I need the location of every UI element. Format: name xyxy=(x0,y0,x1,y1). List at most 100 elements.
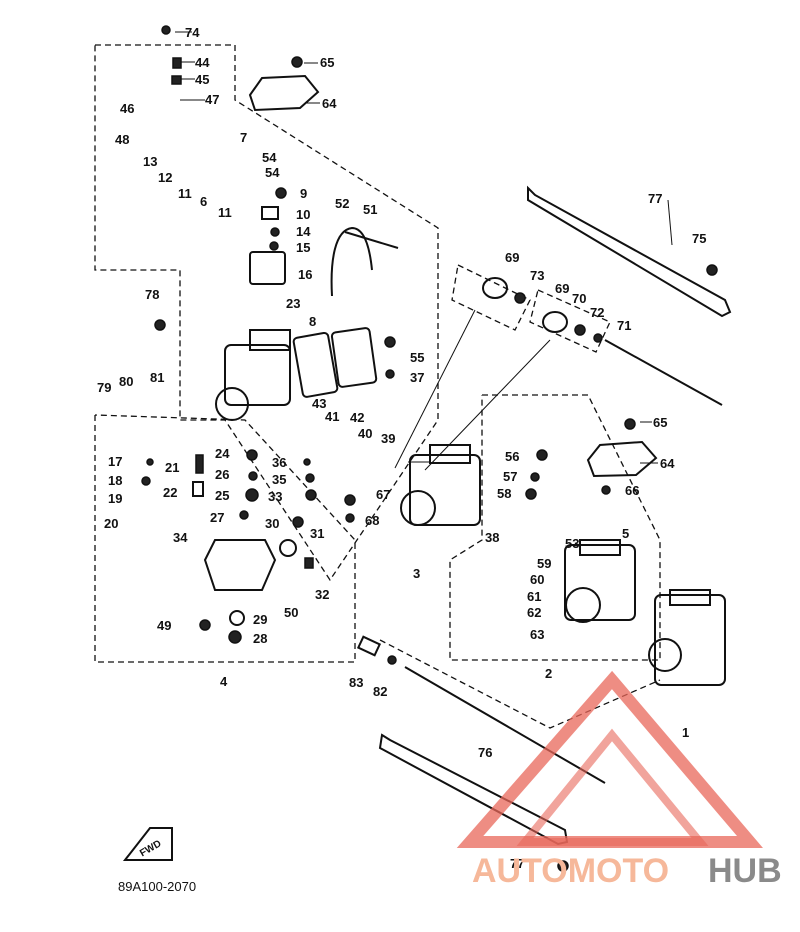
callout: 77 xyxy=(510,856,524,871)
group-outline-right xyxy=(449,394,661,661)
callout: 65 xyxy=(320,55,334,70)
callout: 6 xyxy=(200,194,207,209)
callout: 40 xyxy=(358,426,372,441)
callout: 81 xyxy=(150,370,164,385)
group-label: 1 xyxy=(682,725,689,740)
group-outline-jets-2 xyxy=(529,289,611,353)
callout: 44 xyxy=(195,55,210,70)
diaphragm-cover-8 xyxy=(292,331,339,398)
callout: 17 xyxy=(108,454,122,469)
piston-16 xyxy=(249,251,286,285)
callout: 67 xyxy=(376,487,390,502)
hardware-glyphs xyxy=(141,25,718,872)
mounting-bracket-upper xyxy=(527,185,732,318)
callout: 59 xyxy=(537,556,551,571)
group-outline-lower-left xyxy=(94,414,356,663)
callout: 12 xyxy=(158,170,172,185)
group-labels: 1 2 3 4 xyxy=(220,566,689,740)
callout: 22 xyxy=(163,485,177,500)
callout: 64 xyxy=(660,456,675,471)
callout: 29 xyxy=(253,612,267,627)
fwd-label: FWD xyxy=(138,838,163,859)
top-cover-64-left xyxy=(248,74,320,112)
callout: 50 xyxy=(284,605,298,620)
callout: 65 xyxy=(653,415,667,430)
callout: 11 xyxy=(218,205,232,220)
callout: 56 xyxy=(505,449,519,464)
carburetor-body-2 xyxy=(564,539,636,623)
carburetor-body-1 xyxy=(648,589,726,686)
callout: 54 xyxy=(265,165,280,180)
callout: 72 xyxy=(590,305,604,320)
callout: 8 xyxy=(309,314,316,329)
callout: 21 xyxy=(165,460,179,475)
diagram-code: 89A100-2070 xyxy=(118,879,196,894)
callout: 74 xyxy=(185,25,200,40)
callout: 63 xyxy=(530,627,544,642)
callout: 60 xyxy=(530,572,544,587)
float-bowl-34 xyxy=(203,539,277,591)
callout: 11 xyxy=(178,186,192,201)
top-cover-64-right xyxy=(586,440,658,478)
watermark-text-part2: HUB xyxy=(708,852,782,890)
watermark-logo: AUTOMOTO HUB xyxy=(456,670,782,890)
callout: 39 xyxy=(381,431,395,446)
callout: 62 xyxy=(527,605,541,620)
callout: 20 xyxy=(104,516,118,531)
vent-hose-51 xyxy=(344,231,399,249)
callout: 69 xyxy=(505,250,519,265)
callout: 16 xyxy=(298,267,312,282)
callout: 70 xyxy=(572,291,586,306)
callout: 48 xyxy=(115,132,129,147)
callout: 5 xyxy=(622,526,629,541)
carburetor-body-3 xyxy=(400,444,481,526)
callout: 76 xyxy=(478,745,492,760)
callout: 43 xyxy=(312,396,326,411)
callout: 57 xyxy=(503,469,517,484)
callout: 82 xyxy=(373,684,387,699)
callout: 71 xyxy=(617,318,631,333)
throttle-shaft-upper xyxy=(604,339,723,406)
carburetor-body-4 xyxy=(215,329,291,421)
callout: 64 xyxy=(322,96,337,111)
callout: 45 xyxy=(195,72,209,87)
callout: 79 xyxy=(97,380,111,395)
group-label: 3 xyxy=(413,566,420,581)
callout: 28 xyxy=(253,631,267,646)
callout: 68 xyxy=(365,513,379,528)
vacuum-chamber-cover xyxy=(330,327,378,388)
callout: 9 xyxy=(300,186,307,201)
callout: 15 xyxy=(296,240,310,255)
callout: 78 xyxy=(145,287,159,302)
callout: 24 xyxy=(215,446,230,461)
callout: 38 xyxy=(485,530,499,545)
callout: 25 xyxy=(215,488,229,503)
callout: 54 xyxy=(262,150,277,165)
watermark-text-part1: AUTOMOTO xyxy=(472,852,669,890)
leader-lines xyxy=(175,31,673,471)
callout: 47 xyxy=(205,92,219,107)
callout: 30 xyxy=(265,516,279,531)
callout: 49 xyxy=(157,618,171,633)
callout: 35 xyxy=(272,472,286,487)
callout: 73 xyxy=(530,268,544,283)
callout: 36 xyxy=(272,455,286,470)
throttle-shaft-76 xyxy=(404,666,606,784)
callout: 10 xyxy=(296,207,310,222)
vent-hose-52 xyxy=(330,226,373,297)
callout: 51 xyxy=(363,202,377,217)
callout: 37 xyxy=(410,370,424,385)
callout: 13 xyxy=(143,154,157,169)
callout: 41 xyxy=(325,409,339,424)
group-label: 4 xyxy=(220,674,228,689)
callout: 83 xyxy=(349,675,363,690)
callout: 42 xyxy=(350,410,364,425)
group-outline-upper-left xyxy=(94,44,439,582)
callout: 18 xyxy=(108,473,122,488)
callout: 66 xyxy=(625,483,639,498)
callout: 80 xyxy=(119,374,133,389)
callout: 19 xyxy=(108,491,122,506)
callout: 32 xyxy=(315,587,329,602)
callout-labels: 74 44 45 47 46 48 13 12 11 6 7 54 54 11 … xyxy=(97,25,706,871)
